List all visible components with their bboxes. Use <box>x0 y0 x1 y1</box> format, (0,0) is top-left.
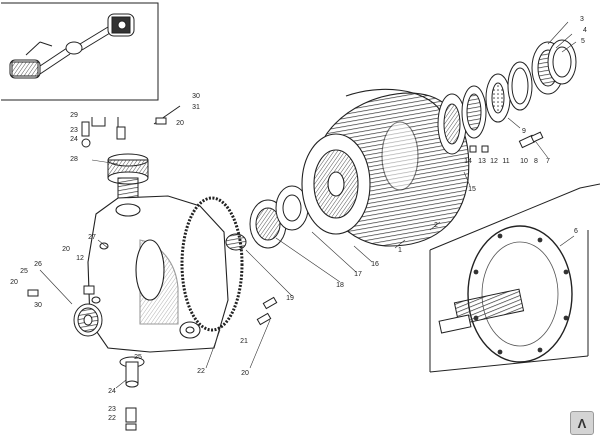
callout-20-left: 20 <box>10 279 18 286</box>
callout-10: 10 <box>520 158 528 165</box>
callout-30-left: 30 <box>34 302 42 309</box>
leader-lines <box>39 21 577 389</box>
callout-2: 2 <box>434 222 438 229</box>
callout-1: 1 <box>398 247 402 254</box>
callout-18: 18 <box>336 282 344 289</box>
callout-24-bottom: 23 <box>108 406 116 413</box>
callout-23-top: 23 <box>70 127 78 134</box>
lower-flange-shaft <box>119 356 145 431</box>
callout-20-top-alt: 20 <box>176 120 184 127</box>
callout-22: 22 <box>197 368 205 375</box>
callout-28: 27 <box>88 234 96 241</box>
callout-15: 15 <box>468 186 476 193</box>
callout-6: 6 <box>574 228 578 235</box>
gasket-ring <box>180 196 244 332</box>
callout-11-left: 12 <box>76 255 84 262</box>
site-logo[interactable]: Λ <box>570 411 594 435</box>
callout-17: 17 <box>354 271 362 278</box>
output-flange-shaft <box>429 183 600 373</box>
callout-25-alt: 25 <box>134 354 142 361</box>
callout-25: 24 <box>108 388 116 395</box>
callout-3: 3 <box>580 16 584 23</box>
callout-4: 4 <box>583 27 587 34</box>
callout-24-top: 24 <box>70 136 78 143</box>
callout-26: 25 <box>20 268 28 275</box>
callout-20-top: 31 <box>192 104 200 111</box>
bearing-cones <box>249 185 309 249</box>
inset-propeller-shaft <box>1 2 159 101</box>
callout-16: 16 <box>371 261 379 268</box>
drive-pinion-assembly <box>81 105 181 199</box>
small-bevel-gear <box>225 233 278 326</box>
ring-stack <box>437 39 577 155</box>
callout-5: 5 <box>581 38 585 45</box>
callout-22-bottom: 22 <box>108 415 116 422</box>
callout-14: 14 <box>464 158 472 165</box>
callout-7: 7 <box>546 158 550 165</box>
callout-9: 9 <box>522 128 526 135</box>
callout-29: 28 <box>70 156 78 163</box>
gear-housing <box>87 195 229 353</box>
callout-12: 12 <box>490 158 498 165</box>
callout-31: 30 <box>192 93 200 100</box>
side-bearing-left <box>27 285 103 337</box>
callout-30: 29 <box>70 112 78 119</box>
callout-19: 19 <box>286 295 294 302</box>
differential-drum <box>301 88 470 247</box>
callout-21: 21 <box>240 338 248 345</box>
callout-8: 8 <box>534 158 538 165</box>
callout-13: 13 <box>478 158 486 165</box>
callout-27: 26 <box>34 261 42 268</box>
callout-11: 11 <box>502 158 510 165</box>
callout-20-lower: 20 <box>241 370 249 377</box>
callout-12-left: 20 <box>62 246 70 253</box>
